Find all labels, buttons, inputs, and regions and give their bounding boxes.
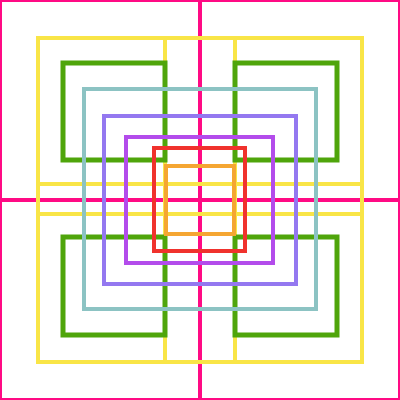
lavender-square (102, 114, 298, 286)
violet-square (124, 135, 275, 265)
orange-square (164, 164, 236, 236)
teal-square (82, 87, 318, 311)
green-square-top-left (60, 60, 168, 163)
red-square (152, 146, 247, 253)
yellow-horizontal-band (36, 182, 364, 216)
green-square-top-right (232, 60, 340, 163)
